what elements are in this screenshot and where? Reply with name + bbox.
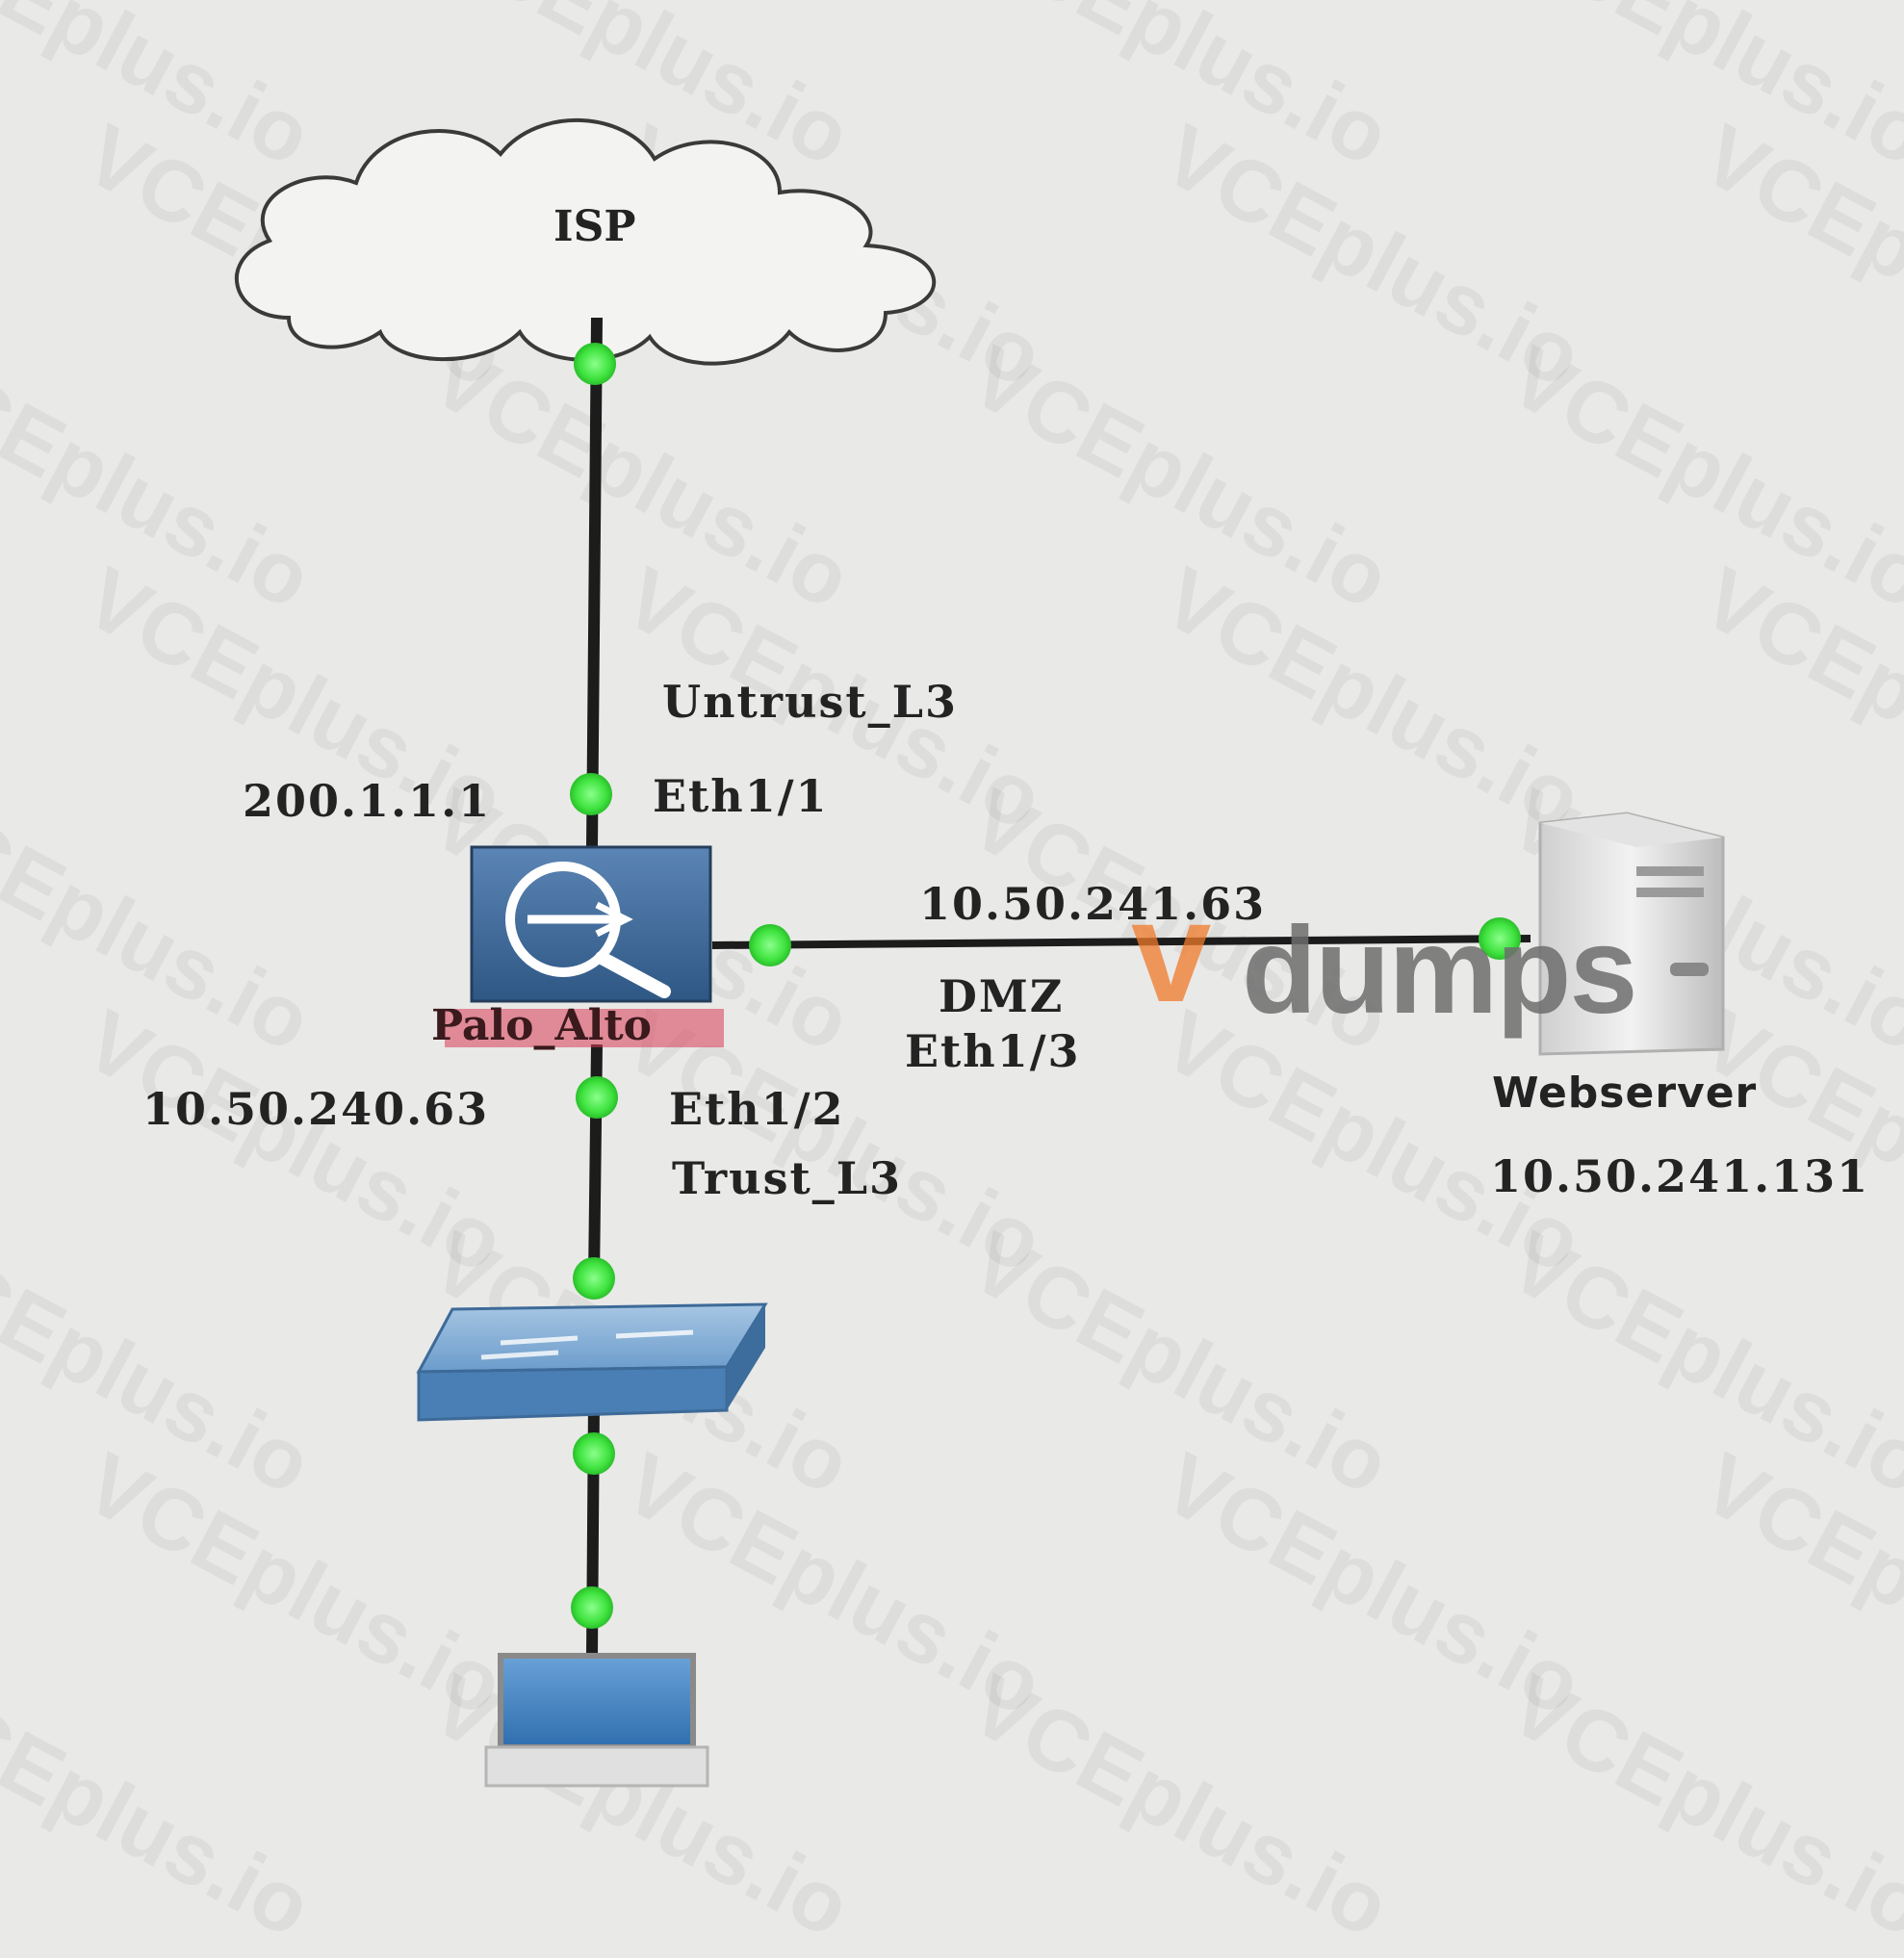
- link-firewall-webserver: [711, 935, 1531, 949]
- brand-v-mark: v: [1131, 870, 1211, 1032]
- firewall-label: Palo_Alto: [431, 1001, 653, 1050]
- port-dot-eth1-1: [570, 773, 612, 815]
- link-isp-firewall: [586, 317, 603, 848]
- port-dot-webserver: [1479, 917, 1521, 960]
- trust-zone-label: Trust_L3: [672, 1152, 903, 1204]
- webserver-label: Webserver: [1492, 1069, 1758, 1118]
- server-icon: [1538, 812, 1725, 1056]
- port-dot-switch-top: [573, 1257, 615, 1300]
- webserver-ip-label: 10.50.241.131: [1490, 1150, 1870, 1202]
- eth1-1-label: Eth1/1: [653, 770, 829, 822]
- eth1-2-label: Eth1/2: [669, 1083, 845, 1135]
- untrust-ip-label: 200.1.1.1: [243, 775, 492, 827]
- trust-ip-label: 10.50.240.63: [142, 1083, 490, 1135]
- brand-watermark: dumps: [1242, 902, 1638, 1040]
- untrust-zone-label: Untrust_L3: [662, 676, 958, 728]
- switch-icon: [416, 1302, 768, 1422]
- port-dot-isp: [574, 343, 616, 385]
- isp-label: ISP: [553, 202, 636, 251]
- diagram-graphics: v: [234, 117, 1725, 1788]
- port-dot-switch-bottom: [573, 1432, 615, 1475]
- port-dot-eth1-3: [749, 924, 791, 966]
- dmz-ip-label: 10.50.241.63: [919, 878, 1267, 930]
- port-dot-eth1-2: [576, 1076, 618, 1119]
- dmz-zone-label: DMZ: [939, 970, 1065, 1022]
- firewall-icon: [445, 845, 724, 1047]
- port-dot-pc: [571, 1586, 613, 1629]
- pc-icon: [484, 1653, 709, 1788]
- isp-cloud-icon: [234, 117, 937, 366]
- eth1-3-label: Eth1/3: [905, 1025, 1081, 1077]
